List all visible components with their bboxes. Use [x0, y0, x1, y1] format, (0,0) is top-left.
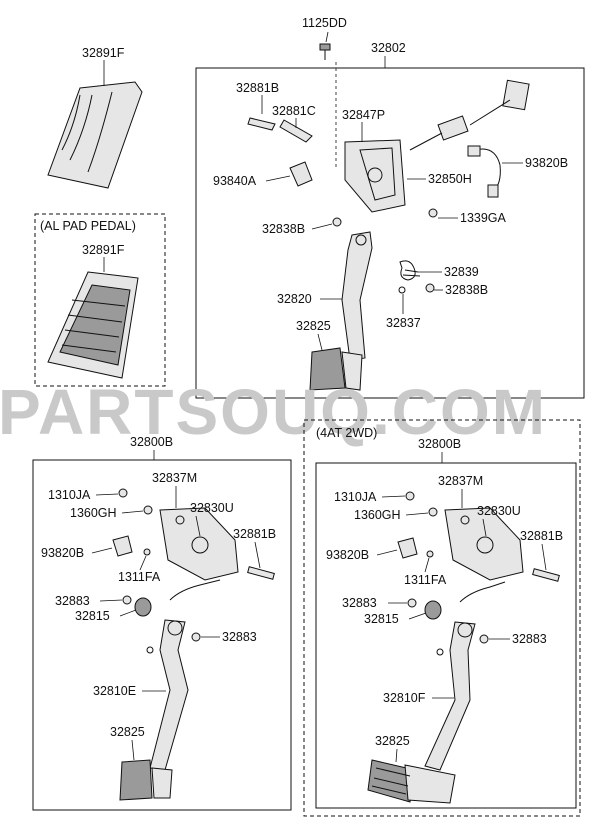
- watermark: PARTSOUQ.COM: [0, 376, 547, 448]
- br-label-32881B: 32881B: [520, 529, 563, 543]
- bl-label-32883-right: 32883: [222, 630, 257, 644]
- top-pin-part[interactable]: [247, 117, 313, 143]
- label-93820B-top: 93820B: [525, 156, 568, 170]
- br-label-1311FA: 1311FA: [404, 573, 447, 587]
- br-clip-part[interactable]: [436, 648, 444, 656]
- bl-label-32830U: 32830U: [190, 501, 234, 515]
- bl-label-32837M: 32837M: [152, 471, 197, 485]
- sensor-part[interactable]: [467, 145, 501, 198]
- bottom-right-box: [315, 462, 577, 809]
- label-32837-top: 32837: [386, 316, 421, 330]
- clip-part[interactable]: [398, 286, 406, 294]
- label-32850H: 32850H: [428, 172, 472, 186]
- br-connector-part[interactable]: [397, 537, 418, 559]
- bl-bushing-part-2[interactable]: [191, 632, 201, 642]
- bl-label-32881B: 32881B: [233, 527, 276, 541]
- bl-connector-part[interactable]: [112, 535, 133, 557]
- bl-nut-part[interactable]: [118, 488, 128, 498]
- bl-washer-part[interactable]: [143, 505, 153, 515]
- br-label-93820B: 93820B: [326, 548, 369, 562]
- switch-part[interactable]: [289, 161, 313, 187]
- br-bushing-part[interactable]: [407, 598, 417, 608]
- al-pad-pedal-part[interactable]: [47, 271, 139, 379]
- cable-part[interactable]: [409, 79, 530, 151]
- bl-label-1360GH: 1360GH: [70, 506, 117, 520]
- assembly-id-top: 32802: [371, 41, 406, 55]
- assembly-id-bottom-left: 32800B: [130, 435, 173, 449]
- br-label-32837M: 32837M: [438, 474, 483, 488]
- top-pedal-pad-part[interactable]: [309, 347, 363, 391]
- label-32881B-top: 32881B: [236, 81, 279, 95]
- br-pedal-pad-part[interactable]: [367, 759, 456, 804]
- bl-bracket-part[interactable]: [159, 507, 239, 581]
- bl-bolt-part[interactable]: [247, 566, 275, 580]
- label-32838B-right: 32838B: [445, 283, 488, 297]
- br-bushing-part-2[interactable]: [479, 634, 489, 644]
- label-32838B-left: 32838B: [262, 222, 305, 236]
- bl-label-32815: 32815: [75, 609, 110, 623]
- bl-label-1310JA: 1310JA: [48, 488, 91, 502]
- bl-small-nut-part[interactable]: [143, 548, 151, 556]
- br-bolt-part[interactable]: [532, 568, 560, 582]
- bl-label-32810E: 32810E: [93, 684, 136, 698]
- label-32881C: 32881C: [272, 104, 316, 118]
- br-small-nut-part[interactable]: [426, 550, 434, 558]
- bl-clip-part[interactable]: [146, 646, 154, 654]
- al-pad-pedal-box: [34, 213, 166, 387]
- bl-pedal-arm-part[interactable]: [149, 579, 221, 771]
- bolt-part[interactable]: [319, 43, 331, 60]
- label-32847P: 32847P: [342, 108, 385, 122]
- bolt-id: 1125DD: [302, 16, 347, 30]
- bl-spring-part[interactable]: [134, 597, 152, 617]
- bl-pedal-pad-part[interactable]: [119, 759, 173, 801]
- top-pedal-arm-part[interactable]: [341, 231, 373, 361]
- label-32825-top: 32825: [296, 319, 331, 333]
- bl-label-1311FA: 1311FA: [118, 570, 161, 584]
- bl-label-32825: 32825: [110, 725, 145, 739]
- al-pad-pedal-id: 32891F: [82, 243, 125, 257]
- pad-pedal-part[interactable]: [47, 81, 143, 189]
- br-label-32883-left: 32883: [342, 596, 377, 610]
- br-nut-part[interactable]: [405, 491, 415, 501]
- br-bracket-part[interactable]: [444, 507, 524, 581]
- br-label-32825: 32825: [375, 734, 410, 748]
- br-pedal-arm-part[interactable]: [424, 581, 506, 771]
- top-assembly-box: [195, 67, 585, 399]
- label-32820: 32820: [277, 292, 312, 306]
- bl-label-93820B: 93820B: [41, 546, 84, 560]
- bl-label-32883-left: 32883: [55, 594, 90, 608]
- bushing-part-2[interactable]: [425, 283, 435, 293]
- br-washer-part[interactable]: [428, 507, 438, 517]
- br-label-32815: 32815: [364, 612, 399, 626]
- br-label-32810F: 32810F: [383, 691, 426, 705]
- label-32839: 32839: [444, 265, 479, 279]
- label-93840A: 93840A: [213, 174, 257, 188]
- top-spring-part[interactable]: [399, 260, 421, 281]
- bl-bushing-part[interactable]: [122, 595, 132, 605]
- bushing-part[interactable]: [332, 217, 342, 227]
- br-label-1310JA: 1310JA: [334, 490, 377, 504]
- nut-part[interactable]: [428, 208, 438, 218]
- al-pad-pedal-title: (AL PAD PEDAL): [40, 219, 136, 233]
- br-spring-part[interactable]: [424, 600, 442, 620]
- br-label-1360GH: 1360GH: [354, 508, 401, 522]
- label-1339GA: 1339GA: [460, 211, 507, 225]
- bottom-right-variant: (4AT 2WD): [316, 426, 377, 440]
- top-bracket-part[interactable]: [344, 139, 406, 213]
- assembly-id-bottom-right: 32800B: [418, 437, 461, 451]
- pad-pedal-id: 32891F: [82, 46, 125, 60]
- bottom-left-box: [32, 459, 292, 811]
- br-label-32883-right: 32883: [512, 632, 547, 646]
- br-label-32830U: 32830U: [477, 504, 521, 518]
